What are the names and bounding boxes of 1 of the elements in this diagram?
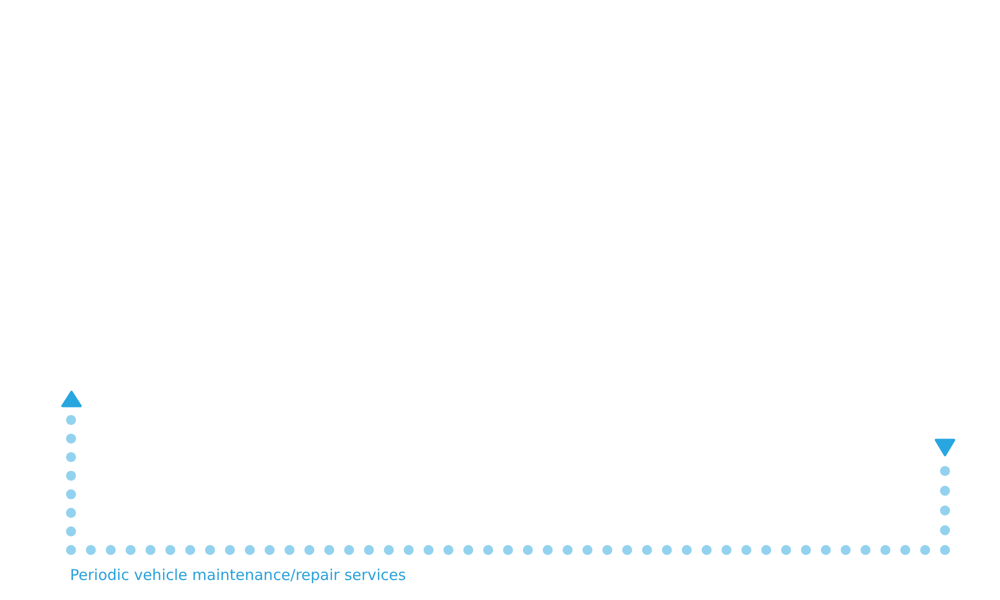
flow-label: Periodic vehicle maintenance/repair services <box>70 566 406 584</box>
